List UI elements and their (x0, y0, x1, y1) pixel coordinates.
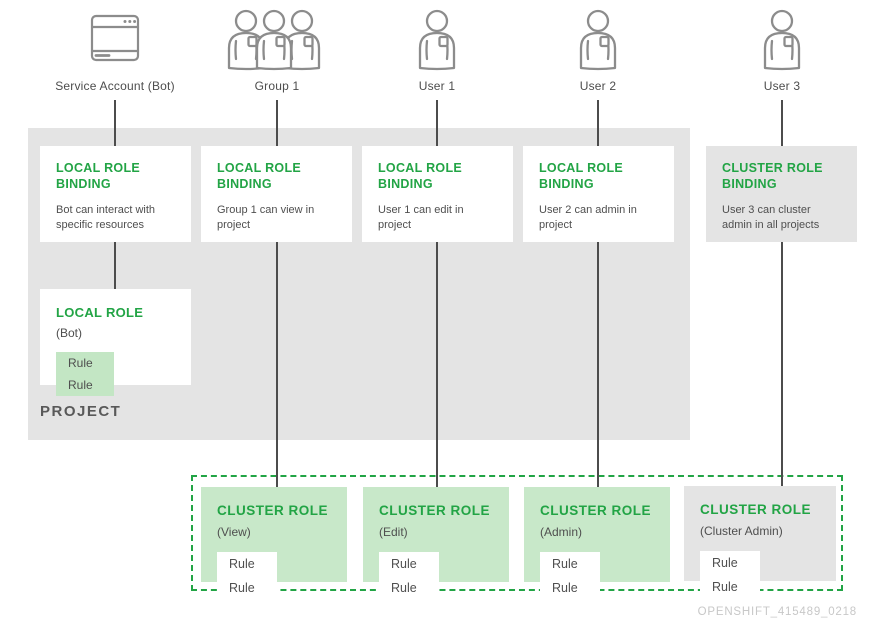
card-subtitle: (Edit) (379, 524, 408, 539)
cluster-role-binding-card: CLUSTER ROLE BINDING User 3 can cluster … (706, 146, 857, 242)
connector-line (597, 100, 599, 487)
card-title: LOCAL ROLE BINDING (56, 161, 141, 192)
actor-label: User 3 (763, 79, 801, 93)
local-role-binding-card: LOCAL ROLE BINDING Bot can interact with… (40, 146, 191, 242)
card-title: LOCAL ROLE (56, 305, 144, 320)
local-role-binding-card: LOCAL ROLE BINDING Group 1 can view in p… (201, 146, 352, 242)
card-description: User 2 can admin in project (539, 203, 637, 231)
actor-user-2 (566, 8, 630, 72)
rule-chip: Rule (700, 550, 760, 575)
actor-service-account (83, 8, 147, 72)
rule-chip-row: Rule Rule (56, 351, 177, 396)
watermark: OPENSHIFT_415489_0218 (697, 606, 857, 618)
card-title: CLUSTER ROLE (540, 503, 652, 518)
card-title: CLUSTER ROLE (700, 502, 812, 517)
card-description: User 1 can edit in project (378, 203, 464, 231)
rule-chip: Rule (56, 373, 114, 396)
connector-line (781, 100, 783, 486)
card-description: User 3 can cluster admin in all projects (722, 203, 820, 231)
connector-line (436, 100, 438, 487)
rule-chip: Rule (56, 351, 114, 374)
local-role-binding-card: LOCAL ROLE BINDING User 2 can admin in p… (523, 146, 674, 242)
cluster-role-card-view: CLUSTER ROLE (View) Rule Rule (201, 487, 347, 600)
card-description: Bot can interact with specific resources (56, 203, 156, 231)
rule-chip: Rule (379, 551, 439, 576)
rule-chip-row: Rule Rule (700, 550, 822, 599)
card-title: LOCAL ROLE BINDING (378, 161, 463, 192)
actor-user-3 (750, 8, 814, 72)
service-account-icon (90, 14, 140, 62)
card-subtitle: (Admin) (540, 524, 583, 539)
actor-label: Service Account (Bot) (55, 79, 175, 93)
card-subtitle: (Cluster Admin) (700, 523, 783, 538)
local-role-card: LOCAL ROLE (Bot) Rule Rule (40, 289, 191, 396)
rule-chip: Rule (700, 574, 760, 599)
card-title: LOCAL ROLE BINDING (217, 161, 302, 192)
project-label: PROJECT (40, 403, 122, 420)
rule-chip: Rule (379, 575, 439, 600)
card-title: LOCAL ROLE BINDING (539, 161, 624, 192)
card-subtitle: (Bot) (56, 325, 83, 340)
card-title: CLUSTER ROLE (217, 503, 329, 518)
actor-group-1 (217, 8, 337, 72)
rule-chip-row: Rule Rule (379, 551, 495, 600)
card-subtitle: (View) (217, 524, 251, 539)
rule-chip-row: Rule Rule (540, 551, 656, 600)
user-icon (579, 9, 617, 71)
group-icon (227, 9, 321, 71)
cluster-role-card-cluster-admin: CLUSTER ROLE (Cluster Admin) Rule Rule (684, 486, 836, 599)
actor-label: Group 1 (254, 79, 300, 93)
actor-user-1 (405, 8, 469, 72)
connector-line (276, 100, 278, 487)
actor-label: User 1 (418, 79, 456, 93)
card-title: CLUSTER ROLE BINDING (722, 161, 823, 192)
local-role-binding-card: LOCAL ROLE BINDING User 1 can edit in pr… (362, 146, 513, 242)
cluster-role-card-edit: CLUSTER ROLE (Edit) Rule Rule (363, 487, 509, 600)
rule-chip: Rule (217, 575, 277, 600)
user-icon (763, 9, 801, 71)
actor-label: User 2 (579, 79, 617, 93)
card-title: CLUSTER ROLE (379, 503, 491, 518)
rule-chip: Rule (540, 551, 600, 576)
cluster-role-card-admin: CLUSTER ROLE (Admin) Rule Rule (524, 487, 670, 600)
rule-chip: Rule (217, 551, 277, 576)
rule-chip: Rule (540, 575, 600, 600)
user-icon (418, 9, 456, 71)
rule-chip-row: Rule Rule (217, 551, 333, 600)
card-description: Group 1 can view in project (217, 203, 315, 231)
